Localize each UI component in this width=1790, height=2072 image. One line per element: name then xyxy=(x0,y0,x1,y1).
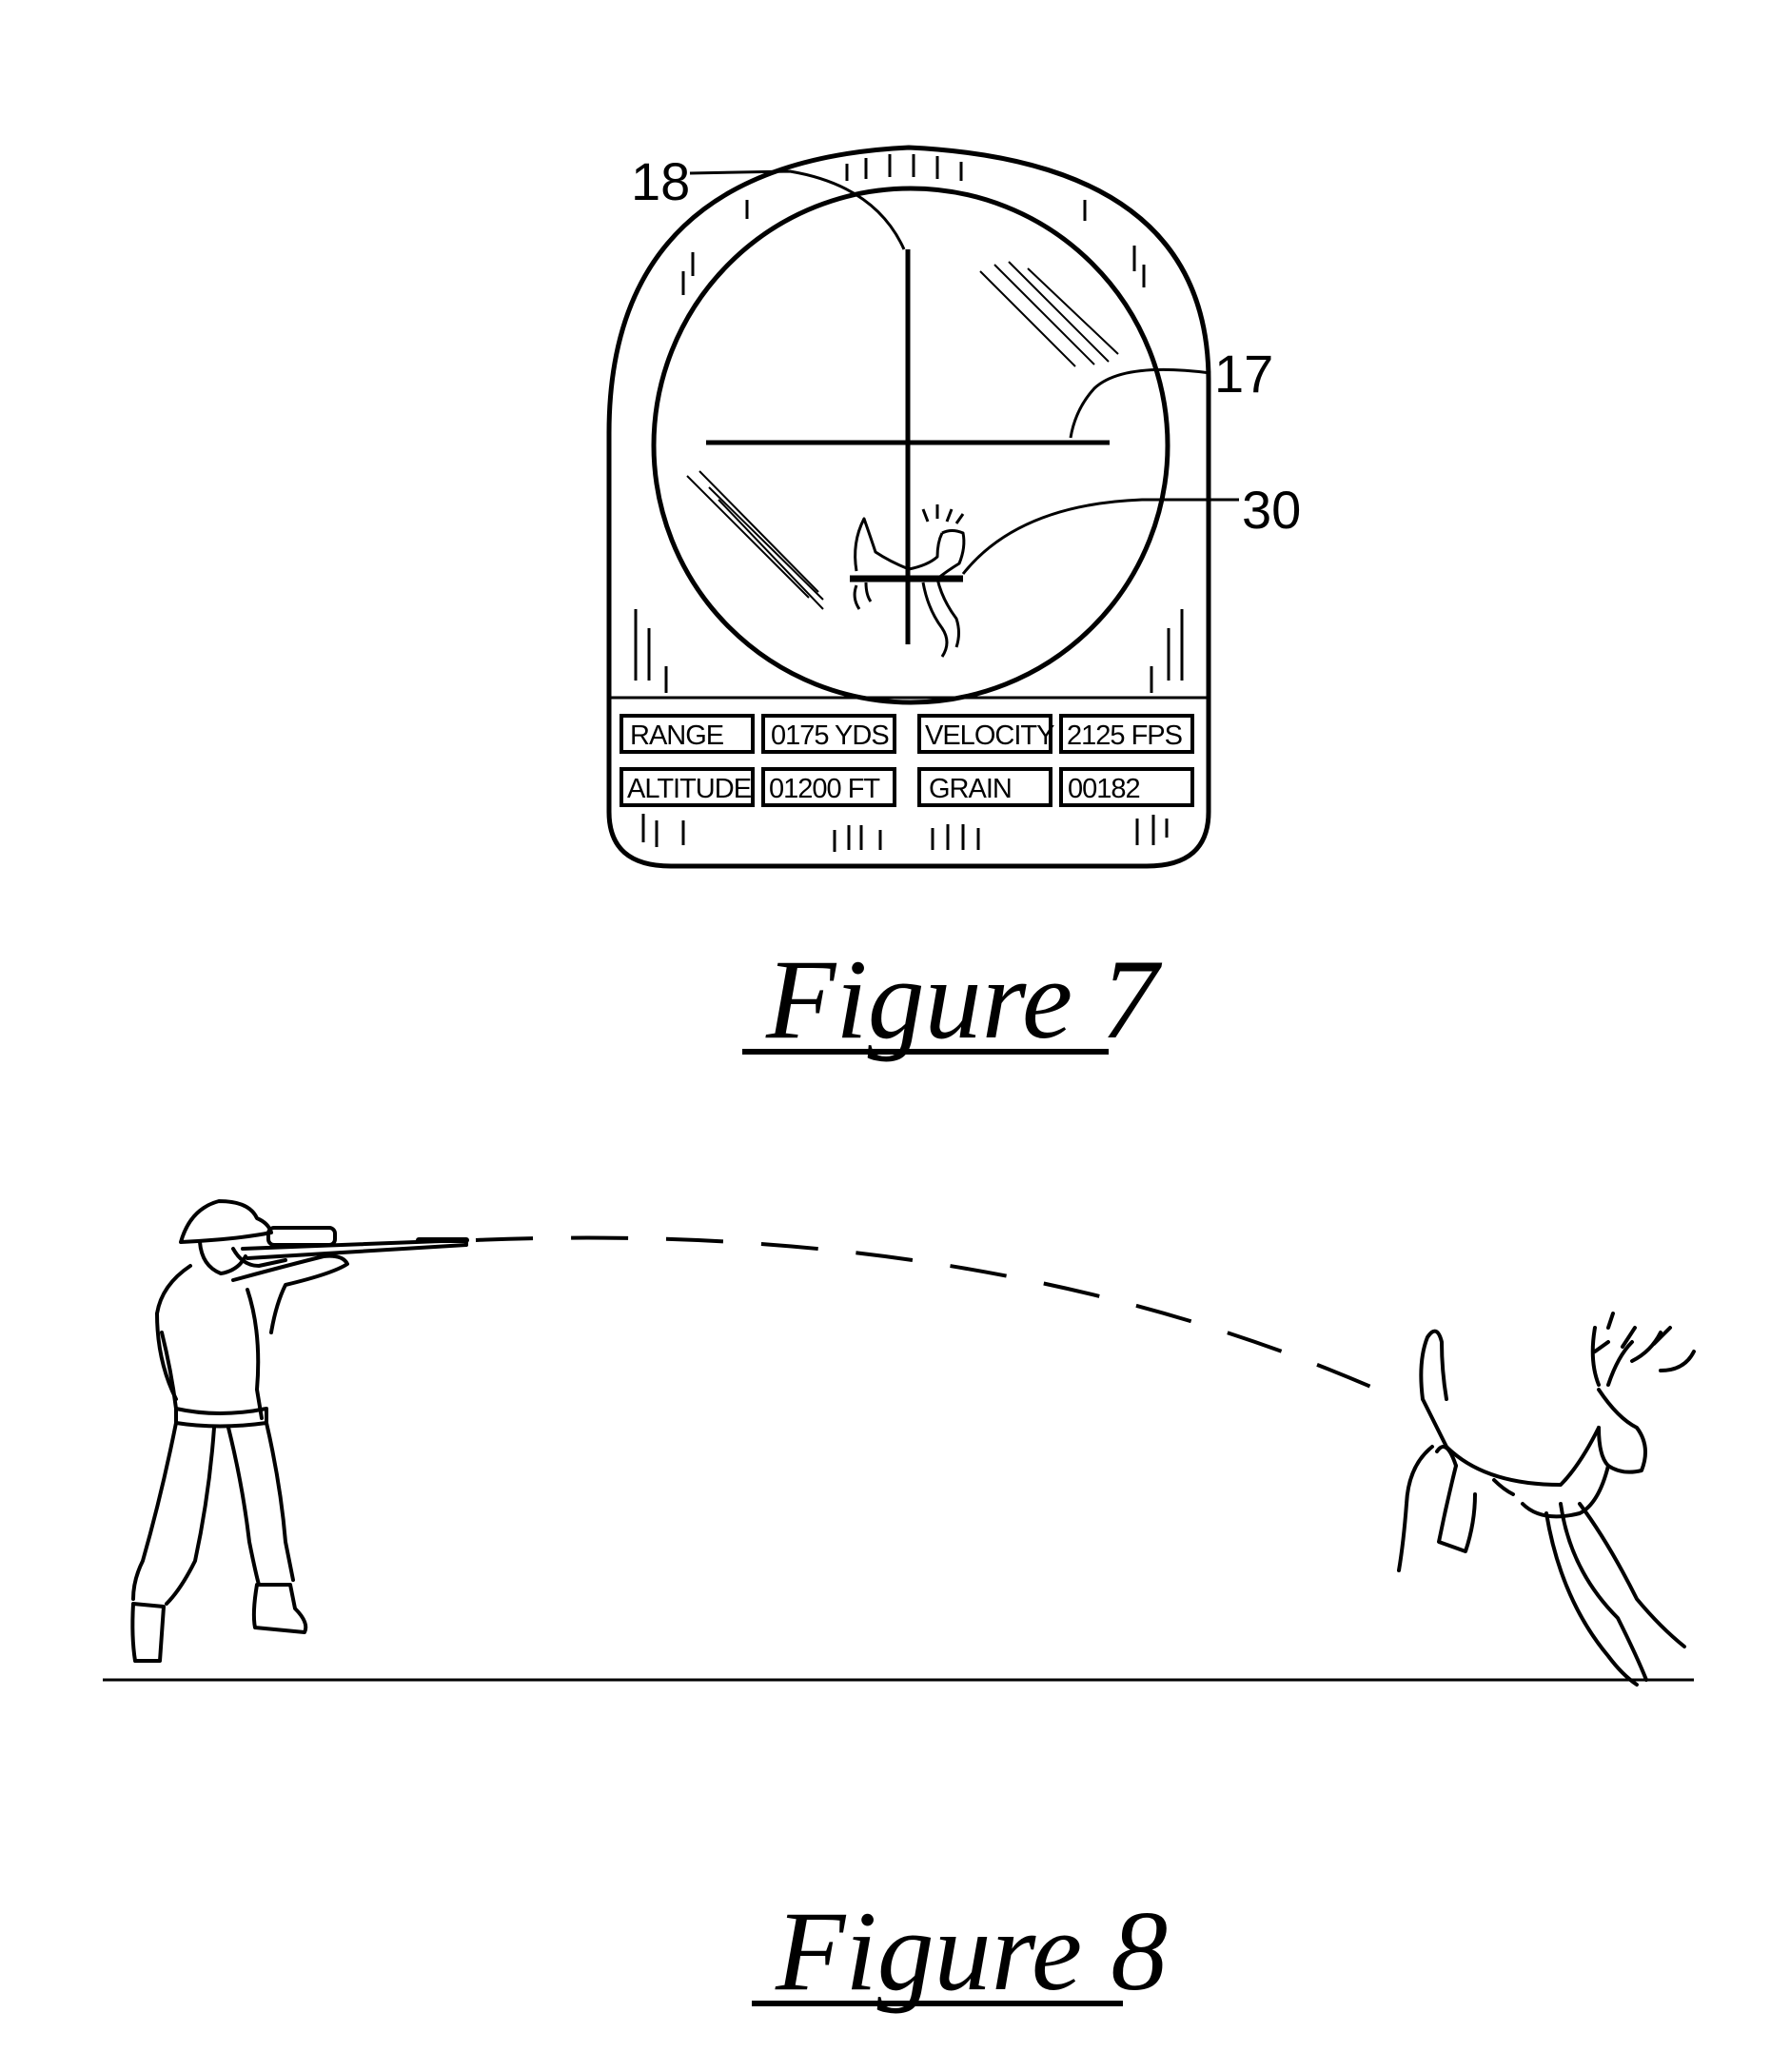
lens-glare-lines xyxy=(686,261,1119,610)
grain-label-cell: GRAIN xyxy=(917,767,1052,807)
range-value-cell: 0175 YDS xyxy=(761,714,896,754)
deer-figure xyxy=(1397,1312,1696,1687)
altitude-value: 01200 FT xyxy=(769,774,880,804)
velocity-value-cell: 2125 FPS xyxy=(1059,714,1194,754)
leader-line-17 xyxy=(1069,367,1211,439)
ref-numeral-30: 30 xyxy=(1242,480,1301,540)
grain-value: 00182 xyxy=(1068,774,1140,804)
target-deer-icon xyxy=(850,504,966,658)
range-label: RANGE xyxy=(630,720,724,751)
scope-housing xyxy=(606,145,1211,869)
range-label-cell: RANGE xyxy=(620,714,755,754)
velocity-label-cell: VELOCITY xyxy=(917,714,1055,754)
figure-8: Figure 8 xyxy=(103,1199,1696,2014)
housing-tick-marks xyxy=(634,154,1184,852)
figure-8-caption: Figure 8 xyxy=(775,1887,1168,2014)
range-value: 0175 YDS xyxy=(771,720,889,751)
ref-numeral-18: 18 xyxy=(631,151,690,211)
altitude-value-cell: 01200 FT xyxy=(761,767,896,807)
altitude-label-cell: ALTITUDE xyxy=(620,767,755,807)
velocity-value: 2125 FPS xyxy=(1067,720,1183,751)
leader-line-18 xyxy=(689,169,906,250)
leader-line-30 xyxy=(961,498,1239,575)
altitude-label: ALTITUDE xyxy=(627,774,752,804)
grain-label: GRAIN xyxy=(929,774,1012,804)
bullet-trajectory xyxy=(475,1235,1400,1401)
velocity-label: VELOCITY xyxy=(925,720,1054,751)
scope-lens xyxy=(651,186,1170,705)
hunter-figure xyxy=(130,1199,469,1663)
grain-value-cell: 00182 xyxy=(1059,767,1194,807)
ref-numeral-17: 17 xyxy=(1214,344,1273,404)
figure-7-caption: Figure 7 xyxy=(765,936,1163,1062)
figure-7: RANGE 0175 YDS VELOCITY 2125 FPS ALTITUD… xyxy=(606,145,1301,1062)
